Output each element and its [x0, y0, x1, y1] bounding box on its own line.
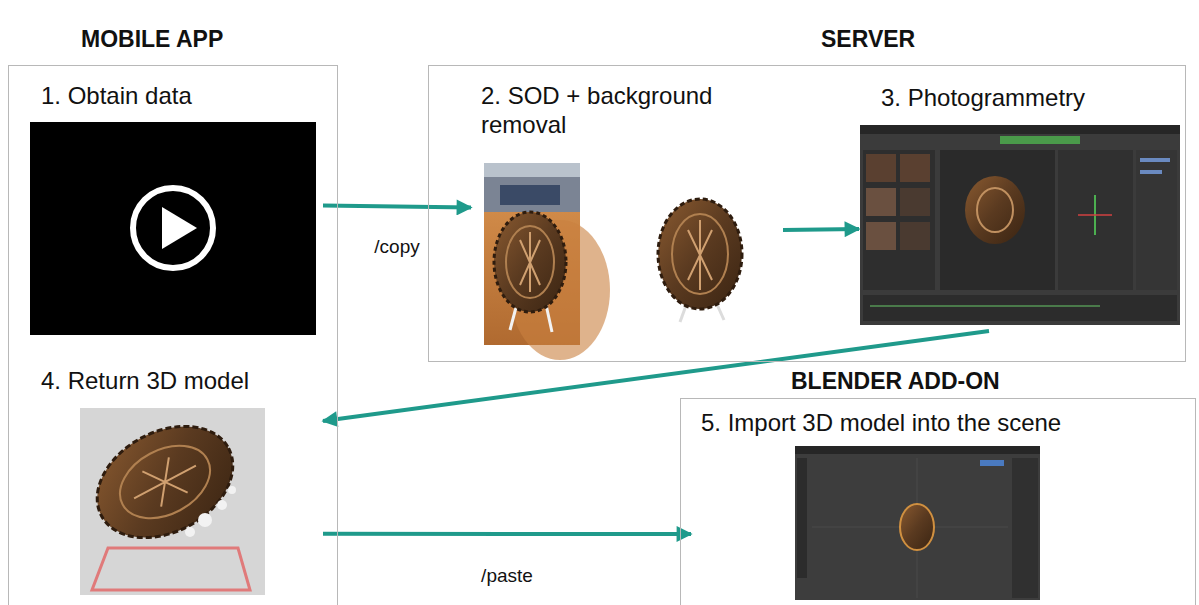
video-thumbnail-part: [133, 188, 213, 268]
step-label: 2. SOD + background removal: [481, 82, 771, 140]
photogrammetry-screenshot-part: [860, 125, 1180, 134]
blender-screenshot-part: [1012, 458, 1038, 598]
step-box: 5. Import 3D model into the scene: [691, 405, 1186, 605]
photogrammetry-screenshot-part: [1140, 158, 1170, 162]
model-preview-part: [228, 486, 236, 494]
cutout-object-part: [672, 214, 728, 294]
photogrammetry-screenshot-part: [900, 188, 930, 216]
blender-screenshot: [795, 446, 1040, 600]
flow-arrow: [323, 532, 691, 536]
model-preview-part-part: [78, 404, 252, 560]
panel-title: SERVER: [821, 26, 915, 54]
step-label: 4. Return 3D model: [41, 367, 249, 396]
cutout-object-part: [688, 220, 712, 290]
model-preview-part-part: [125, 448, 206, 516]
step-label: 3. Photogrammetry: [881, 84, 1085, 113]
video-thumbnail: [30, 122, 316, 335]
photogrammetry-screenshot-part: [940, 150, 1055, 290]
cutout-object-part: [658, 199, 742, 309]
photogrammetry-screenshot-part: [1058, 150, 1133, 290]
model-preview-part: [185, 527, 195, 537]
model-preview-part: [217, 500, 227, 510]
blender-screenshot-part: [795, 446, 1040, 454]
photogrammetry-screenshot-part: [863, 295, 1177, 321]
panel-title: BLENDER ADD-ON: [791, 368, 1000, 396]
app-panel: MOBILE APP1. Obtain data4. Return 3D mod…: [8, 65, 338, 605]
input-photo-part: [484, 163, 580, 177]
input-photo-part: [500, 185, 560, 205]
step-box: 4. Return 3D model: [23, 361, 323, 601]
addon-panel: BLENDER ADD-ON5. Import 3D model into th…: [680, 398, 1196, 605]
photogrammetry-screenshot: [860, 125, 1180, 325]
step-label: 1. Obtain data: [41, 82, 192, 111]
step-box: 1. Obtain data: [23, 76, 323, 346]
input-photo-part: [520, 232, 540, 292]
photogrammetry-screenshot-part: [866, 188, 896, 216]
photogrammetry-screenshot-part: [870, 305, 1100, 307]
step-box: 2. SOD + background removal: [471, 76, 783, 356]
blender-screenshot-part: [795, 446, 1040, 600]
flow-arrow: [323, 206, 471, 208]
photogrammetry-screenshot-part: [1136, 150, 1177, 290]
input-photo: [484, 163, 610, 360]
model-preview-part: [78, 404, 252, 560]
photogrammetry-screenshot-part: [866, 222, 896, 250]
model-preview-part: [198, 513, 212, 527]
blender-screenshot-part: [900, 504, 934, 550]
blender-screenshot-part: [980, 460, 1004, 466]
model-preview-part: [92, 548, 250, 590]
step-label: 5. Import 3D model into the scene: [701, 409, 1061, 438]
server-panel: SERVER2. SOD + background removal3. Phot…: [428, 65, 1186, 362]
photogrammetry-screenshot-part: [860, 125, 1180, 325]
cutout-object: [658, 199, 742, 322]
model-preview-part-part: [108, 431, 223, 533]
photogrammetry-screenshot-part: [977, 188, 1013, 232]
blender-screenshot-part: [797, 458, 807, 578]
photogrammetry-screenshot-part: [900, 222, 930, 250]
panel-title: MOBILE APP: [81, 26, 223, 54]
photogrammetry-screenshot-part: [866, 154, 896, 182]
video-thumbnail-part: [30, 122, 316, 335]
input-photo-part: [494, 212, 566, 312]
flow-arrow: [783, 229, 859, 230]
input-photo-part: [506, 226, 554, 298]
photogrammetry-screenshot-part: [1000, 136, 1080, 144]
model-preview: [78, 404, 265, 595]
photogrammetry-screenshot-part: [863, 150, 935, 290]
photogrammetry-screenshot-part: [1140, 170, 1162, 174]
edge-label: /paste: [478, 565, 536, 587]
photogrammetry-screenshot-part: [965, 176, 1025, 244]
step-box: 3. Photogrammetry: [859, 76, 1184, 331]
video-thumbnail-part: [162, 207, 197, 249]
photogrammetry-screenshot-part: [1078, 214, 1112, 216]
edge-label: /copy: [371, 236, 422, 258]
photogrammetry-screenshot-part: [900, 154, 930, 182]
